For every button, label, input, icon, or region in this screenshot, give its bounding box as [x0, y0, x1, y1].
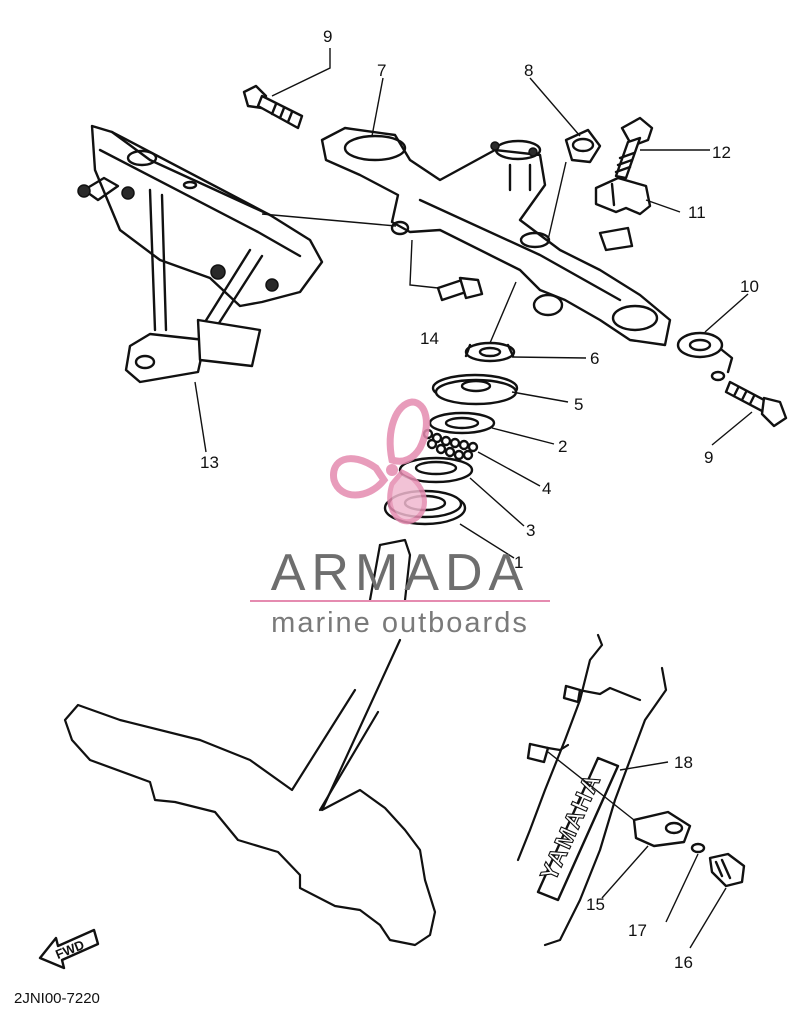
- diagram-code: 2JNI00-7220: [14, 990, 100, 1007]
- callout-labels: 9 7 8 12 11 10 14 6 5 9 2 13 4 3 1 18 15…: [200, 27, 759, 972]
- callout-12: 12: [712, 143, 731, 162]
- fork-tube-ghost: [516, 633, 668, 947]
- callout-13: 13: [200, 453, 219, 472]
- callout-5: 5: [574, 395, 583, 414]
- callout-6: 6: [590, 349, 599, 368]
- washer: [676, 331, 734, 382]
- callout-9-right: 9: [704, 448, 713, 467]
- callout-9-top: 9: [323, 27, 332, 46]
- callout-14: 14: [420, 329, 439, 348]
- callout-17: 17: [628, 921, 647, 940]
- callout-1: 1: [514, 553, 523, 572]
- holder-bolt: [614, 116, 654, 180]
- callout-11: 11: [688, 203, 706, 222]
- small-washer: [690, 842, 706, 854]
- callout-7: 7: [377, 61, 386, 80]
- under-bracket-ghost: [63, 538, 437, 947]
- callout-2: 2: [558, 437, 567, 456]
- watermark-subtitle: marine outboards: [271, 607, 529, 639]
- fwd-label: FWD: [53, 937, 86, 962]
- clamp-bolt: [708, 852, 746, 888]
- watermark-title: ARMADA: [271, 544, 529, 602]
- callout-4: 4: [542, 479, 551, 498]
- watermark-divider: [250, 600, 550, 602]
- bolt-right: [724, 380, 788, 428]
- callout-18: 18: [674, 753, 693, 772]
- cap-bolt: [564, 128, 602, 164]
- callout-10: 10: [740, 277, 759, 296]
- upper-bracket: [320, 126, 672, 347]
- leader-lines: [194, 48, 753, 949]
- ring-nut: [464, 341, 516, 363]
- fwd-arrow-icon: FWD: [38, 928, 100, 970]
- callout-15: 15: [586, 895, 605, 914]
- callout-8: 8: [524, 61, 533, 80]
- headlight-bracket: [77, 124, 324, 384]
- propeller-logo-icon: [330, 398, 430, 525]
- small-bolt: [436, 276, 484, 302]
- callout-16: 16: [674, 953, 693, 972]
- bolt-top: [242, 84, 304, 130]
- callout-3: 3: [526, 521, 535, 540]
- armada-watermark: ARMADA marine outboards: [250, 398, 550, 639]
- upper-race: [428, 411, 496, 435]
- handle-holder: [594, 176, 652, 216]
- ball-bearings: [422, 428, 479, 461]
- bearing-cover: [431, 373, 519, 406]
- cable-clamp: [632, 810, 692, 848]
- lower-race: [398, 456, 474, 484]
